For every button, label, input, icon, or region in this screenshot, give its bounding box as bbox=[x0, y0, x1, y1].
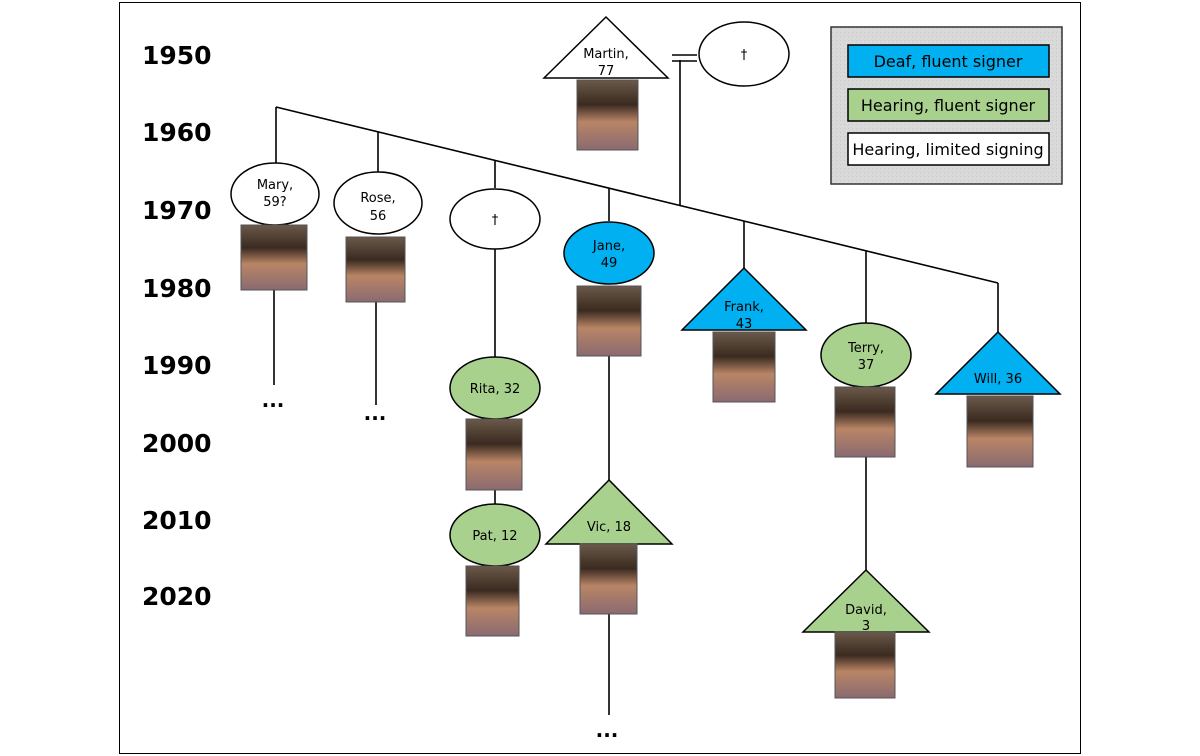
female-symbol bbox=[698, 21, 790, 87]
year-label: 1980 bbox=[142, 274, 212, 303]
person-photo bbox=[465, 418, 523, 491]
female-symbol bbox=[230, 162, 320, 226]
deceased-marker: † bbox=[492, 213, 499, 228]
person-photo bbox=[345, 236, 406, 303]
person-pat: Pat, 12 bbox=[449, 503, 541, 637]
legend-swatch-hearing-limited bbox=[847, 132, 1050, 166]
person-terry: Terry, 37 bbox=[820, 322, 912, 458]
sibship-line bbox=[275, 106, 999, 284]
person-name: Vic, 18 bbox=[587, 520, 631, 535]
person-deceased-daughter: † bbox=[449, 188, 541, 250]
continuation-ellipsis: ... bbox=[596, 718, 619, 742]
female-symbol bbox=[449, 188, 541, 250]
person-name: Martin, bbox=[583, 47, 629, 62]
person-photo bbox=[579, 543, 638, 615]
person-age: 77 bbox=[598, 64, 615, 79]
person-rita: Rita, 32 bbox=[449, 356, 541, 491]
male-symbol bbox=[934, 330, 1062, 395]
year-label: 1970 bbox=[142, 196, 212, 225]
female-symbol bbox=[333, 171, 423, 235]
year-label: 2010 bbox=[142, 506, 212, 535]
person-age: 59? bbox=[263, 195, 286, 210]
year-axis: 1950 1960 1970 1980 1990 2000 2010 2020 bbox=[142, 41, 212, 611]
person-age: 3 bbox=[862, 619, 870, 634]
person-name: Mary, bbox=[257, 178, 293, 193]
person-photo bbox=[576, 79, 639, 151]
person-rose: Rose, 56 bbox=[333, 171, 423, 303]
person-mary: Mary, 59? bbox=[230, 162, 320, 291]
legend: Deaf, fluent signer Hearing, fluent sign… bbox=[830, 26, 1063, 185]
person-photo bbox=[966, 395, 1034, 468]
person-age: 49 bbox=[601, 256, 618, 271]
person-wife: † bbox=[698, 21, 790, 87]
person-martin: Martin, 77 bbox=[542, 15, 670, 151]
male-symbol bbox=[542, 15, 670, 79]
person-david: David, 3 bbox=[801, 568, 931, 699]
person-photo bbox=[712, 331, 776, 403]
person-name: Frank, bbox=[724, 300, 764, 315]
person-photo bbox=[465, 565, 520, 637]
year-label: 1990 bbox=[142, 351, 212, 380]
legend-swatch-hearing-fluent bbox=[847, 88, 1050, 122]
person-age: 37 bbox=[858, 358, 875, 373]
person-name: Pat, 12 bbox=[472, 529, 517, 544]
person-age: 43 bbox=[736, 317, 753, 332]
year-label: 1960 bbox=[142, 118, 212, 147]
year-label: 2020 bbox=[142, 582, 212, 611]
person-jane: Jane, 49 bbox=[563, 221, 655, 357]
male-symbol bbox=[680, 266, 808, 331]
legend-label-hearing-limited: Hearing, limited signing bbox=[852, 140, 1043, 159]
continuation-ellipsis: ... bbox=[262, 388, 285, 412]
person-will: Will, 36 bbox=[934, 330, 1062, 468]
person-name: Rita, 32 bbox=[470, 382, 521, 397]
person-frank: Frank, 43 bbox=[680, 266, 808, 403]
person-photo bbox=[240, 224, 308, 291]
continuation-ellipsis: ... bbox=[364, 401, 387, 425]
person-photo bbox=[576, 285, 642, 357]
deceased-marker: † bbox=[741, 48, 748, 63]
person-photo bbox=[834, 631, 896, 699]
year-label: 2000 bbox=[142, 429, 212, 458]
person-name: Rose, bbox=[360, 191, 395, 206]
person-name: Will, 36 bbox=[974, 372, 1022, 387]
year-label: 1950 bbox=[142, 41, 212, 70]
kinship-lines bbox=[273, 54, 999, 715]
female-symbol bbox=[563, 221, 655, 285]
legend-label-hearing-fluent: Hearing, fluent signer bbox=[861, 96, 1036, 115]
person-vic: Vic, 18 bbox=[544, 478, 674, 615]
person-age: 56 bbox=[370, 209, 387, 224]
legend-swatch-deaf bbox=[847, 44, 1050, 78]
legend-label-deaf: Deaf, fluent signer bbox=[874, 52, 1023, 71]
person-name: Jane, bbox=[592, 239, 625, 254]
person-name: David, bbox=[845, 603, 887, 618]
person-photo bbox=[834, 386, 896, 458]
person-name: Terry, bbox=[847, 341, 884, 356]
